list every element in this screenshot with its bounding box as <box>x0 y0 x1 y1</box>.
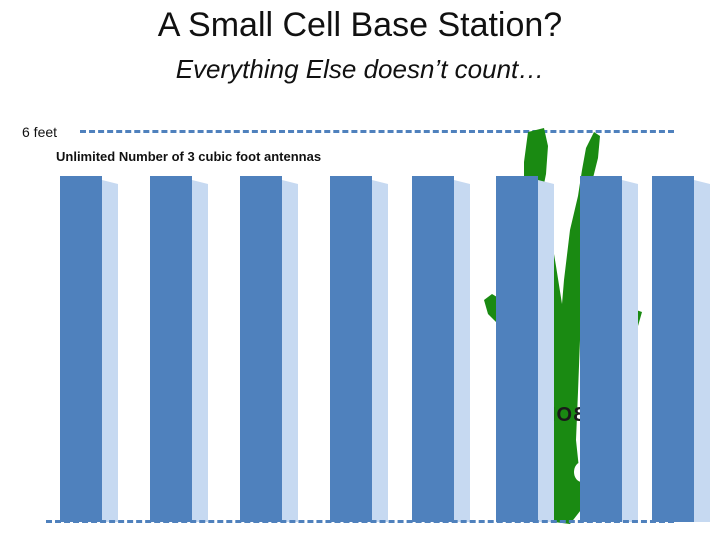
antenna-side <box>192 180 208 522</box>
ground-dashed-line <box>46 520 674 523</box>
six-foot-dashed-line <box>80 130 674 133</box>
antenna-caption: Unlimited Number of 3 cubic foot antenna… <box>56 149 322 164</box>
antenna-side <box>454 180 470 522</box>
antenna-front <box>580 176 622 522</box>
antenna <box>580 176 640 522</box>
antenna-side <box>102 180 118 522</box>
slide-title: A Small Cell Base Station? <box>157 6 563 44</box>
antenna-front <box>330 176 372 522</box>
antenna <box>330 176 390 522</box>
antenna-front <box>412 176 454 522</box>
antenna <box>150 176 210 522</box>
antenna-front <box>150 176 192 522</box>
antenna-side <box>372 180 388 522</box>
antenna <box>412 176 472 522</box>
antenna <box>496 176 556 522</box>
slide-subtitle: Everything Else doesn’t count… <box>175 54 545 84</box>
antenna-front <box>652 176 694 522</box>
antenna <box>240 176 300 522</box>
antenna-side <box>694 180 710 522</box>
antenna-side <box>622 180 638 522</box>
height-label: 6 feet <box>22 124 58 140</box>
antenna <box>60 176 120 522</box>
antenna-side <box>538 180 554 522</box>
antenna <box>652 176 712 522</box>
antenna-front <box>60 176 102 522</box>
antenna-side <box>282 180 298 522</box>
antenna-front <box>496 176 538 522</box>
antenna-front <box>240 176 282 522</box>
